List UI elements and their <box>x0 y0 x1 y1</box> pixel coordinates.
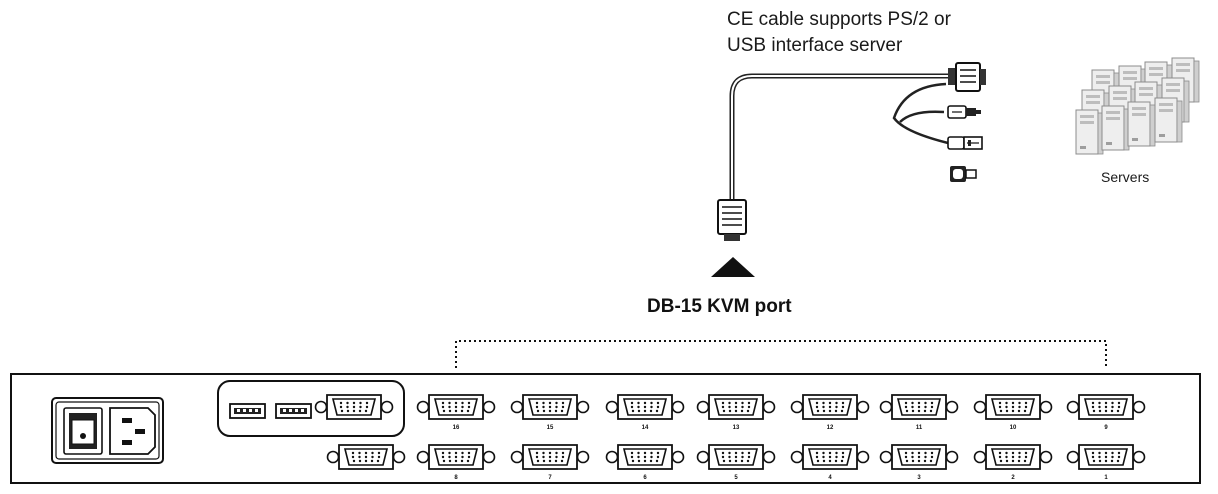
port-number-label: 5 <box>734 475 738 481</box>
kvm-port <box>1066 394 1146 420</box>
up-arrow-icon <box>711 257 755 277</box>
ce-cable <box>717 62 986 241</box>
cable-caption-line2: USB interface server <box>727 35 903 56</box>
console-vga-port <box>314 394 394 420</box>
usb-port-icon <box>275 403 312 419</box>
kvm-port <box>1066 444 1146 470</box>
port-number-label: 1 <box>1104 475 1108 481</box>
db15-connector-icon <box>717 199 747 241</box>
port-number-label: 11 <box>916 425 923 431</box>
power-socket-icon <box>109 407 156 455</box>
vga-connector-icon <box>948 62 986 92</box>
kvm-port <box>696 394 776 420</box>
port-number-label: 13 <box>733 425 740 431</box>
kvm-port <box>605 444 685 470</box>
port-number-label: 10 <box>1010 425 1017 431</box>
port-number-label: 4 <box>828 475 832 481</box>
port-number-label: 6 <box>643 475 647 481</box>
port-number-label: 15 <box>547 425 554 431</box>
power-module <box>51 397 164 464</box>
kvm-port <box>510 394 590 420</box>
port-number-label: 12 <box>827 425 834 431</box>
kvm-port-label: DB-15 KVM port <box>647 296 792 317</box>
servers-icon <box>1075 57 1200 155</box>
kvm-port <box>416 444 496 470</box>
kvm-port <box>879 394 959 420</box>
ps2-plug-icon <box>947 105 981 119</box>
port-number-label: 9 <box>1104 425 1108 431</box>
port-number-label: 8 <box>454 475 458 481</box>
usb-port-icon <box>229 403 266 419</box>
port-number-label: 14 <box>642 425 649 431</box>
port-number-label: 3 <box>917 475 921 481</box>
kvm-port <box>510 444 590 470</box>
power-switch-icon <box>63 407 103 455</box>
kvm-port <box>973 444 1053 470</box>
cable-caption-line1: CE cable supports PS/2 or <box>727 9 952 30</box>
port-number-label: 16 <box>453 425 460 431</box>
adapter-plug-icon <box>950 166 977 182</box>
console-port-group <box>217 380 405 437</box>
kvm-port <box>696 444 776 470</box>
kvm-port <box>973 394 1053 420</box>
kvm-port <box>605 394 685 420</box>
kvm-port <box>790 444 870 470</box>
kvm-port <box>416 394 496 420</box>
console-vga-port-2 <box>326 444 406 470</box>
kvm-port <box>790 394 870 420</box>
usb-plug-icon <box>947 136 983 150</box>
dotted-bracket <box>455 340 1107 368</box>
port-number-label: 2 <box>1011 475 1015 481</box>
port-number-label: 7 <box>548 475 552 481</box>
kvm-port <box>879 444 959 470</box>
servers-label: Servers <box>1101 169 1149 185</box>
